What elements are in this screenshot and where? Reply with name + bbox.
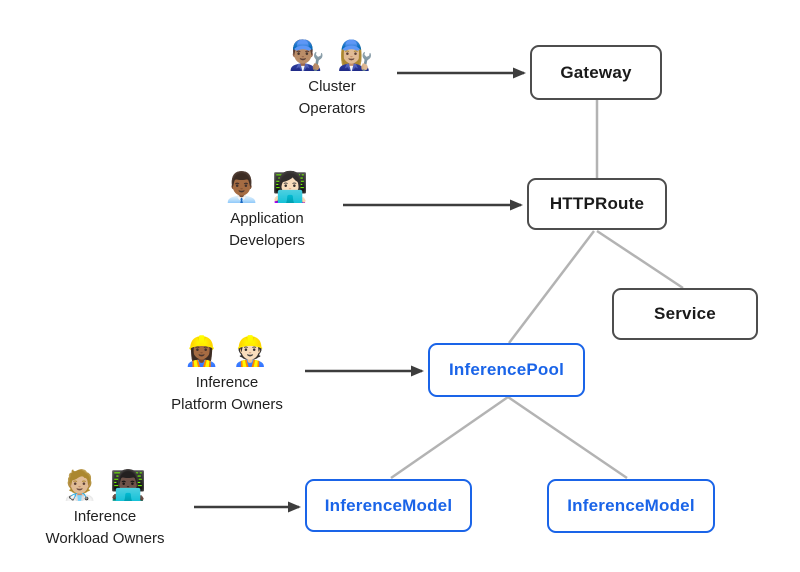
node-service: Service [612,288,758,340]
application-developers-emoji: 👨🏾‍💼 👩🏻‍💻 [223,172,311,204]
node-inferencemodel-2: InferenceModel [547,479,715,533]
persona-label-line: Inference [73,508,137,525]
node-httproute-label: HTTPRoute [549,194,645,213]
node-inferencemodel-1-label: InferenceModel [324,495,453,515]
persona-label-line: Workload Owners [45,529,165,547]
node-inferencemodel-2-label: InferenceModel [567,496,695,515]
persona-inference-workload-owners: 🧑🏼‍⚕️ 👨🏿‍💻 Inference Workload Owners [20,466,190,549]
inference-workload-owners-emoji: 🧑🏼‍⚕️ 👨🏿‍💻 [61,470,149,502]
persona-label-line: Developers [229,231,305,249]
node-inferencepool-label: InferencePool [448,360,565,379]
connector-httproute-service [596,229,684,290]
persona-cluster-operators: 👨🏽‍🔧 👩🏼‍🔧 Cluster Operators [252,36,412,119]
node-gateway: Gateway [530,45,662,100]
connector-inferencepool-inferencemodel-1 [390,395,509,480]
inference-platform-owners-emoji: 👷🏾‍♀️ 👷🏻 [183,336,271,368]
persona-label-line: Application [230,210,304,227]
persona-application-developers: 👨🏾‍💼 👩🏻‍💻 Application Developers [187,168,347,251]
persona-inference-platform-owners: 👷🏾‍♀️ 👷🏻 Inference Platform Owners [142,332,312,415]
connector-inferencepool-inferencemodel-2 [507,395,628,480]
connector-httproute-inferencepool [508,230,595,344]
persona-label-line: Operators [298,99,366,117]
persona-label-line: Platform Owners [171,395,283,413]
node-inferencemodel-1: InferenceModel [305,479,472,532]
persona-label-line: Inference [195,374,259,391]
node-service-label: Service [654,304,716,323]
cluster-operators-emoji: 👨🏽‍🔧 👩🏼‍🔧 [288,40,376,72]
persona-label-line: Cluster [308,78,356,95]
node-inferencepool: InferencePool [428,343,585,397]
node-gateway-label: Gateway [560,62,632,82]
node-httproute: HTTPRoute [527,178,667,230]
